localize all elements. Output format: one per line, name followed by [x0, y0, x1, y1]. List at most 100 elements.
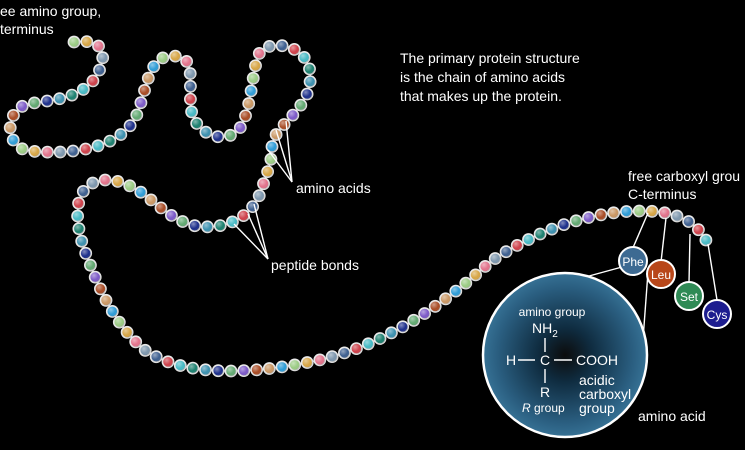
amino-acid-bead-shading [80, 143, 92, 155]
residue-phe-circle [618, 246, 648, 276]
amino-acid-bead-shading [534, 228, 546, 240]
amino-acid-bead-shading [295, 99, 307, 111]
amino-acid-bead-shading [186, 106, 198, 118]
amino-acid-bead-shading [73, 223, 85, 235]
amino-acid-bead-shading [106, 305, 118, 317]
amino-acid-bead-shading [608, 207, 620, 219]
amino-acid-bead-shading [253, 190, 265, 202]
amino-acid-bead-shading [181, 55, 193, 67]
amino-acid-bead-shading [239, 110, 252, 122]
amino-acid-bead-shading [460, 277, 472, 289]
amino-acid-bead-shading [470, 269, 482, 281]
amino-acid-bead-shading [84, 259, 96, 271]
amino-acid-bead-shading [350, 343, 362, 355]
amino-acid-bead-shading [595, 209, 607, 221]
amino-acid-bead-shading [201, 221, 213, 233]
amino-acid-bead-shading [100, 294, 112, 306]
amino-acid-bead-shading [234, 121, 246, 134]
peptide-bonds-pointer-3 [253, 203, 269, 260]
amino-acid-bead-shading [7, 134, 19, 146]
amino-acid-bead-shading [298, 51, 310, 64]
amino-acid-bead-shading [87, 177, 99, 189]
amino-acid-bead-shading [249, 60, 262, 72]
amino-acid-bead-shading [150, 351, 162, 363]
amino-acid-bead-shading [189, 220, 201, 232]
amino-acid-bead-shading [633, 205, 645, 217]
amino-acids-pointer-2 [285, 120, 293, 183]
amino-acid-bead-shading [408, 314, 420, 326]
amino-acid-bead-shading [288, 43, 300, 56]
amino-acid-bead-shading [104, 135, 116, 147]
residue-set-circle [674, 281, 704, 311]
amino-acid-bead-shading [94, 283, 106, 295]
c-terminus-label-2: C-terminus [628, 186, 697, 202]
amino-acid-bead-shading [99, 174, 111, 186]
amino-acid-bead-shading [157, 52, 169, 64]
amino-acid-bead-shading [659, 207, 671, 219]
amino-acid-bead-shading [77, 83, 89, 95]
amino-acid-bead-shading [124, 180, 136, 192]
amino-acids-label: amino acids [296, 180, 371, 196]
amino-acid-bead-shading [92, 140, 104, 152]
amino-acid-bead-shading [700, 234, 712, 246]
amino-acid-bead-shading [54, 93, 66, 105]
amino-acid-bead-shading [440, 293, 452, 305]
amino-acid-bead-shading [247, 201, 259, 213]
amino-acid-bead-shading [124, 120, 136, 132]
amino-acid-bead-shading [397, 321, 409, 333]
amino-acid-bead-shading [155, 202, 167, 214]
amino-acid-bead-shading [184, 93, 196, 105]
amino-acid-bead-shading [184, 67, 196, 80]
amino-acid-bead-shading [184, 80, 196, 92]
amino-acid-bead-shading [671, 210, 683, 222]
amino-acid-bead-shading [276, 40, 288, 52]
amino-acid-bead-shading [582, 211, 595, 224]
amino-acid-bead-shading [80, 247, 92, 259]
amino-acid-bead-shading [374, 332, 386, 345]
c-terminus-label-1: free carboxyl grou [628, 168, 741, 184]
amino-acid-bead-shading [263, 362, 275, 375]
amino-acid-bead-shading [145, 194, 157, 206]
amino-acid-bead-shading [245, 85, 257, 97]
amino-acids-pointer-3 [267, 149, 293, 183]
amino-acid-bead-shading [115, 128, 127, 141]
amino-acid-bead-shading [77, 185, 89, 197]
amino-acid-bead-shading [93, 64, 106, 76]
amino-acid-bead-shading [558, 219, 570, 231]
amino-acid-bead-shading [81, 36, 93, 48]
amino-acid-bead-shading [162, 356, 174, 368]
amino-acid-magnified-circle [481, 271, 649, 439]
amino-acid-bead-shading [113, 316, 125, 328]
amino-acid-bead-shading [243, 97, 255, 110]
amino-acid-bead-shading [139, 344, 151, 356]
amino-acid-bead-shading [165, 209, 177, 221]
amino-acids-pointer-1 [275, 129, 293, 183]
amino-acid-bead-shading [301, 88, 313, 100]
amino-acid-bead-shading [419, 307, 431, 320]
r-atom-label: R [540, 384, 550, 400]
amino-acid-bead-shading [199, 364, 212, 376]
amino-acid-bead-shading [301, 356, 313, 369]
primary-structure-line-2: is the chain of amino acids [400, 69, 565, 85]
amino-acid-bead-shading [683, 215, 695, 228]
amino-acid-bead-shading [511, 239, 523, 251]
amino-acid-bead-shading [41, 95, 53, 107]
c-terminus-pointer-leu [660, 217, 667, 263]
amino-acid-bead-shading [4, 122, 16, 134]
amino-acid-bead-shading [620, 205, 633, 218]
h-atom-label: H [506, 352, 516, 368]
residue-set-label: Set [680, 290, 699, 304]
amino-acid-bead-shading [253, 47, 265, 60]
amino-acid-bead-shading [289, 359, 301, 371]
c-terminus-pointer-set [688, 233, 691, 284]
amino-acid-bead-shading [362, 338, 374, 350]
amino-acid-bead-shading [112, 175, 124, 187]
amino-acid-bead-shading [338, 347, 350, 359]
c-terminus-pointer-cys [707, 243, 718, 301]
residue-set: Set [674, 281, 704, 311]
amino-acid-bead-shading [131, 109, 143, 121]
amino-acid-bead-shading [200, 126, 212, 138]
n-terminus-label-1: ee amino group, [0, 3, 102, 19]
